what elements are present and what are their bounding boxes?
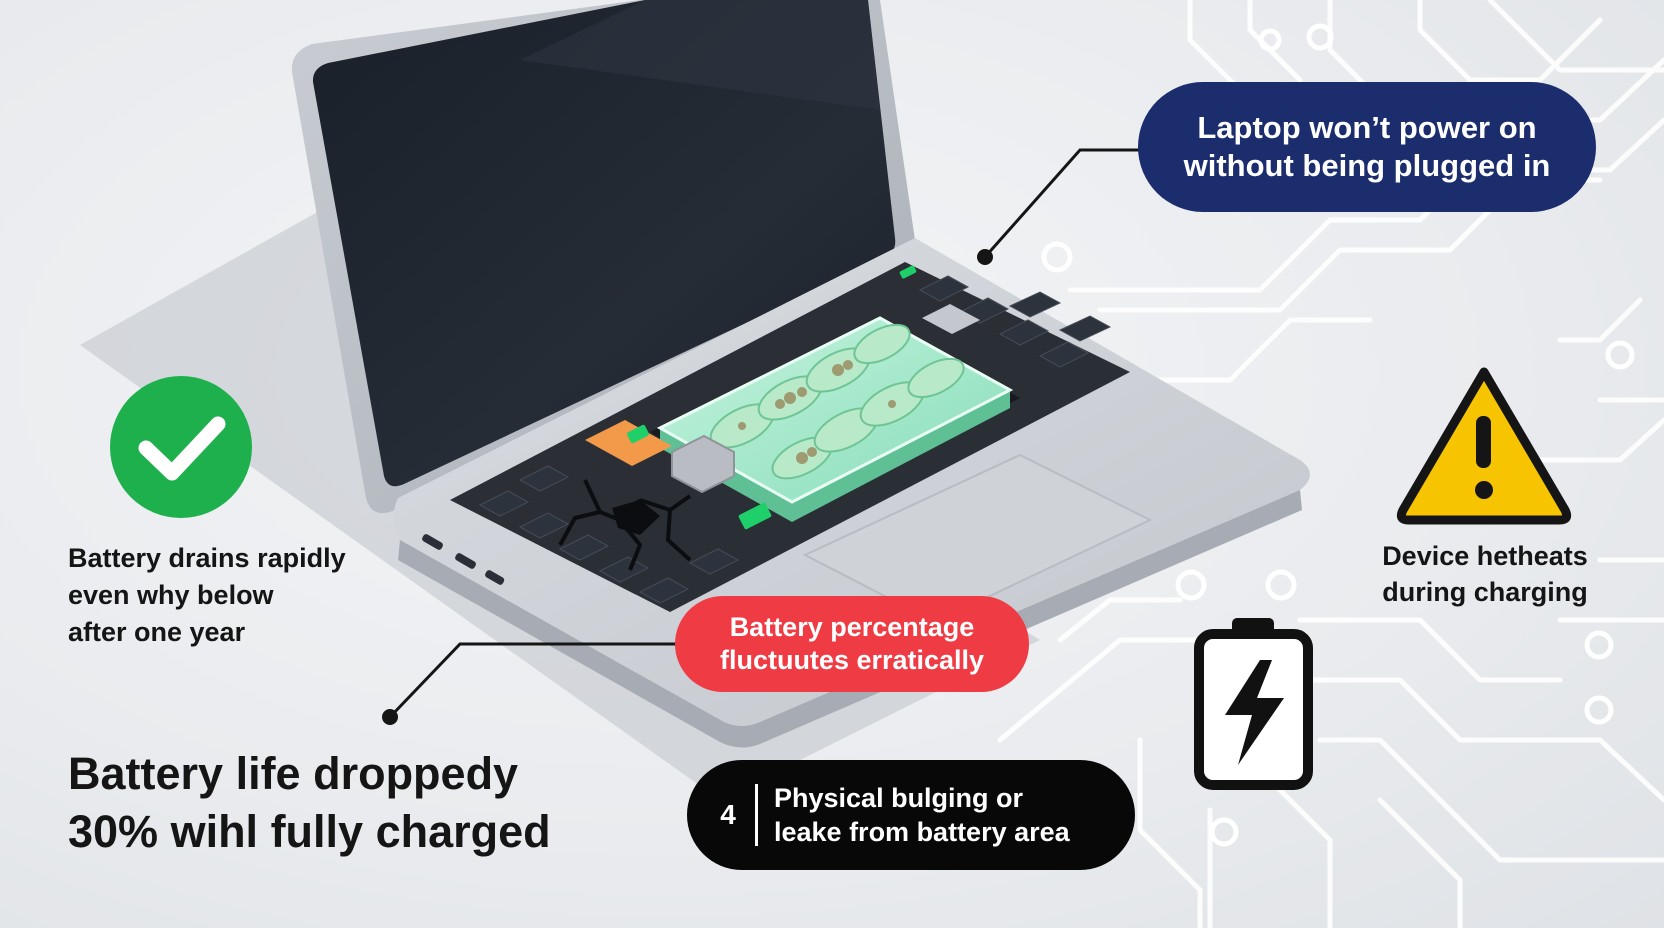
indicator-green-1 (738, 502, 772, 530)
callout-bulging-text: Physical bulging or leake from battery a… (774, 781, 1070, 849)
callout-bulging-line2: leake from battery area (774, 817, 1070, 847)
label-drains-line1: Battery drains rapidly (68, 543, 346, 573)
callout-percentage-line1: Battery percentage (729, 612, 975, 642)
battery-bolt-icon (1194, 618, 1313, 790)
callout-bulging-line1: Physical bulging or (774, 783, 1024, 813)
callout-power-line2: without being plugged in (1183, 148, 1551, 183)
label-overheats-line2: during charging (1382, 577, 1588, 607)
callout-bulging: 4 Physical bulging or leake from battery… (687, 760, 1135, 870)
label-overheats-line1: Device hetheats (1382, 541, 1588, 571)
screen-glare (520, 0, 880, 110)
label-drains: Battery drains rapidly even why below af… (68, 540, 346, 651)
battery-pack-side (660, 390, 1010, 522)
label-battery-life: Battery life droppedy 30% wihl fully cha… (68, 745, 551, 861)
circuit-nodes (1041, 23, 1635, 847)
indicator-green-2 (627, 424, 649, 444)
callout-leaders (388, 148, 1140, 719)
label-drains-line3: after one year (68, 617, 246, 647)
callout-percentage: Battery percentage fluctuutes erraticall… (675, 596, 1029, 692)
callout-bulging-separator (755, 784, 758, 846)
callout-bulging-number: 4 (720, 799, 736, 830)
keyboard-keys (478, 275, 1112, 604)
battery-pack (656, 316, 1014, 504)
callout-percentage-line2: fluctuutes erratically (719, 645, 985, 675)
side-ports (422, 534, 505, 585)
crack-fill (612, 500, 660, 535)
connector-top (922, 304, 980, 334)
label-drains-line2: even why below (68, 580, 274, 610)
indicator-green-3 (899, 265, 917, 279)
callout-power-line1: Laptop won’t power on (1197, 110, 1537, 145)
warning-triangle-icon (1396, 367, 1572, 525)
callout-power: Laptop won’t power on without being plug… (1138, 82, 1596, 212)
check-circle-icon (110, 376, 252, 518)
leader-dot-big (382, 709, 398, 725)
label-overheats: Device hetheats during charging (1370, 538, 1600, 610)
leader-dot-power (977, 249, 993, 265)
label-battery-life-line2: 30% wihl fully charged (68, 806, 551, 857)
connector-gray (671, 434, 735, 494)
battery-cell-dots (738, 360, 896, 464)
laptop-screen (312, 0, 896, 487)
connector-orange (585, 420, 672, 466)
label-battery-life-line1: Battery life droppedy (68, 748, 519, 799)
laptop-base-edge (398, 490, 1302, 748)
